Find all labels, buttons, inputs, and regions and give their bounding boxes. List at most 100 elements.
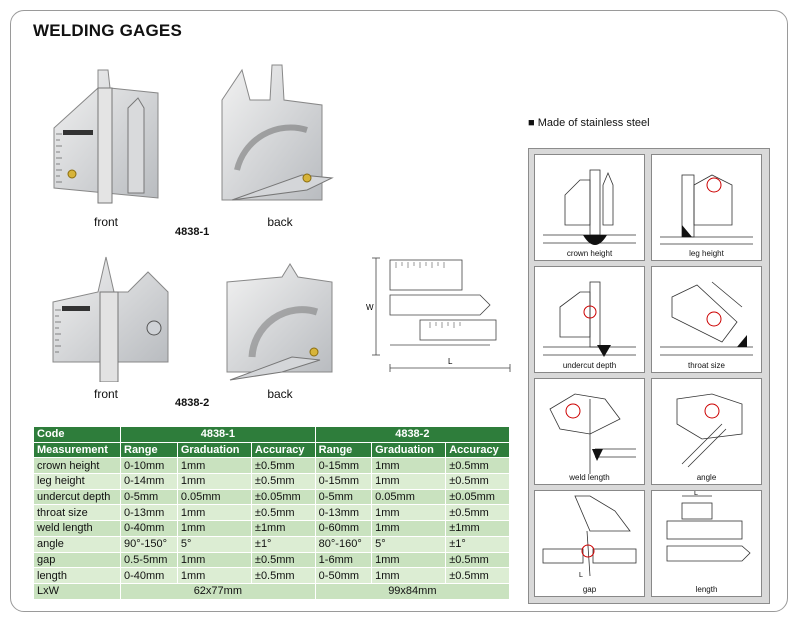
- lxw-4838-1: 62x77mm: [120, 582, 316, 600]
- crown-height-illustration: [543, 169, 636, 245]
- table-cell: 5°: [371, 535, 447, 553]
- diagram-label: length: [695, 585, 718, 594]
- table-cell: ±0.5mm: [445, 567, 510, 584]
- table-row-lxw: LxW 62x77mm 99x84mm: [33, 582, 511, 600]
- table-cell: 0-50mm: [314, 567, 373, 584]
- table-cell: ±0.05mm: [445, 488, 510, 506]
- column-header: Range: [120, 441, 178, 459]
- table-cell: leg height: [33, 473, 121, 490]
- table-cell: 1mm: [371, 551, 447, 569]
- gauge-4838-2-front-image: [48, 252, 178, 382]
- page-frame: [10, 10, 788, 612]
- stainless-steel-note: ■ Made of stainless steel: [528, 117, 650, 129]
- table-cell: ±0.5mm: [250, 567, 316, 584]
- length-illustration: L: [666, 491, 751, 562]
- table-cell: ±1mm: [250, 520, 316, 537]
- table-cell: 0-5mm: [120, 488, 178, 506]
- diagram-label: undercut depth: [562, 361, 617, 370]
- angle-illustration: [676, 393, 743, 468]
- gauge-4838-1-back-image: [212, 60, 342, 210]
- table-cell: undercut depth: [33, 488, 121, 506]
- table-cell: ±0.5mm: [250, 551, 316, 569]
- caption-back-4838-1: back: [267, 215, 293, 229]
- leg-height-illustration: [660, 174, 753, 245]
- table-cell: ±0.5mm: [445, 457, 510, 475]
- table-cell: 1mm: [176, 551, 252, 569]
- diagram-label: weld length: [569, 473, 610, 482]
- table-cell: ±0.5mm: [250, 504, 316, 522]
- table-cell: 1mm: [176, 473, 252, 490]
- table-cell: length: [33, 567, 121, 584]
- table-cell: 1mm: [371, 504, 447, 522]
- table-cell: 0-10mm: [120, 457, 178, 475]
- table-cell: 0-15mm: [314, 457, 373, 475]
- diagram-length: L length: [651, 490, 762, 597]
- caption-back-4838-2: back: [267, 387, 293, 401]
- table-cell: angle: [33, 535, 121, 553]
- table-cell: 1mm: [176, 504, 252, 522]
- diagram-label: angle: [696, 473, 717, 482]
- diagram-label: crown height: [566, 249, 613, 258]
- table-cell: 80°-160°: [314, 535, 373, 553]
- table-cell: 0-15mm: [314, 473, 373, 490]
- table-cell: weld length: [33, 520, 121, 537]
- gap-illustration: L: [542, 495, 637, 579]
- column-header: Range: [314, 441, 373, 459]
- diagram-angle: angle: [651, 378, 762, 485]
- table-cell: 5°: [176, 535, 252, 553]
- table-cell: 1mm: [371, 567, 447, 584]
- caption-front-4838-2: front: [93, 387, 118, 401]
- table-cell: ±0.5mm: [445, 551, 510, 569]
- dimension-drawing: W L: [360, 250, 520, 375]
- spec-table: Code 4838-1 4838-2 Measurement Range Gra…: [33, 426, 511, 600]
- length-l-mark: L: [694, 491, 698, 497]
- column-header: Accuracy: [445, 441, 510, 459]
- column-header: Graduation: [176, 441, 252, 459]
- dimension-w-label: W: [366, 303, 374, 312]
- table-cell: ±1mm: [445, 520, 510, 537]
- table-cell: ±1°: [445, 535, 510, 553]
- diagram-crown-height: crown height: [534, 154, 645, 261]
- table-cell: 90°-150°: [120, 535, 178, 553]
- model-4838-2: 4838-2: [175, 397, 210, 409]
- table-cell: 0-40mm: [120, 520, 178, 537]
- model-4838-2-header: 4838-2: [314, 426, 511, 443]
- table-cell: throat size: [33, 504, 121, 522]
- model-4838-1-header: 4838-1: [120, 426, 316, 443]
- table-cell: 1mm: [176, 520, 252, 537]
- table-cell: 1mm: [371, 473, 447, 490]
- model-4838-1: 4838-1: [175, 226, 210, 238]
- diagram-label: gap: [582, 585, 597, 594]
- lxw-label: LxW: [33, 582, 121, 600]
- lxw-4838-2: 99x84mm: [314, 582, 511, 600]
- table-cell: 0-5mm: [314, 488, 373, 506]
- diagram-leg-height: leg height: [651, 154, 762, 261]
- table-cell: crown height: [33, 457, 121, 475]
- table-cell: 1mm: [371, 520, 447, 537]
- table-cell: ±0.5mm: [250, 457, 316, 475]
- caption-front-4838-1: front: [93, 215, 118, 229]
- table-cell: 0-13mm: [120, 504, 178, 522]
- diagram-undercut-depth: undercut depth: [534, 266, 645, 373]
- undercut-depth-illustration: [543, 281, 636, 357]
- column-header: Graduation: [371, 441, 447, 459]
- throat-size-illustration: [660, 281, 753, 356]
- table-cell: ±0.5mm: [445, 504, 510, 522]
- table-cell: 0.5-5mm: [120, 551, 178, 569]
- table-cell: ±0.05mm: [250, 488, 316, 506]
- table-cell: gap: [33, 551, 121, 569]
- table-cell: 1-6mm: [314, 551, 373, 569]
- table-cell: 0-14mm: [120, 473, 178, 490]
- table-cell: ±1°: [250, 535, 316, 553]
- diagram-weld-length: weld length: [534, 378, 645, 485]
- table-cell: 0-40mm: [120, 567, 178, 584]
- weld-length-illustration: [549, 393, 636, 474]
- gap-l-mark: L: [579, 572, 583, 579]
- dimension-l-label: L: [448, 357, 453, 366]
